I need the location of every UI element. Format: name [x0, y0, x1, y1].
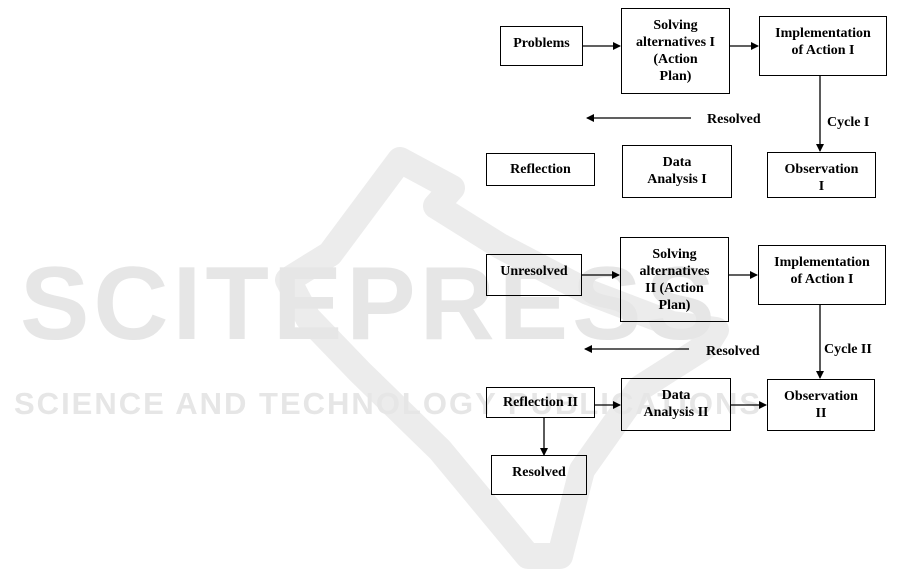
watermark-text: SCITEPRESS: [20, 246, 719, 362]
problems-box: Problems: [500, 26, 583, 66]
data-analysis-1-box: Data Analysis I: [622, 145, 732, 198]
implementation-1-box: Implementation of Action I: [759, 16, 887, 76]
observation-1-box: Observation I: [767, 152, 876, 198]
solving-alternatives-2-box: Solving alternatives II (Action Plan): [620, 237, 729, 322]
data-analysis-2-box: Data Analysis II: [621, 378, 731, 431]
reflection-1-box: Reflection: [486, 153, 595, 186]
observation-2-box: Observation II: [767, 379, 875, 431]
cycle-1-label: Cycle I: [827, 115, 870, 130]
implementation-2-box: Implementation of Action I: [758, 245, 886, 305]
reflection-2-box: Reflection II: [486, 387, 595, 418]
resolved-label-1: Resolved: [707, 112, 761, 127]
cycle-2-label: Cycle II: [824, 342, 872, 357]
watermark-subtext: SCIENCE AND TECHNOLOGY PUBLICATIONS: [14, 386, 763, 421]
resolved-label-2: Resolved: [706, 344, 760, 359]
solving-alternatives-1-box: Solving alternatives I (Action Plan): [621, 8, 730, 94]
resolved-box: Resolved: [491, 455, 587, 495]
unresolved-box: Unresolved: [486, 254, 582, 296]
